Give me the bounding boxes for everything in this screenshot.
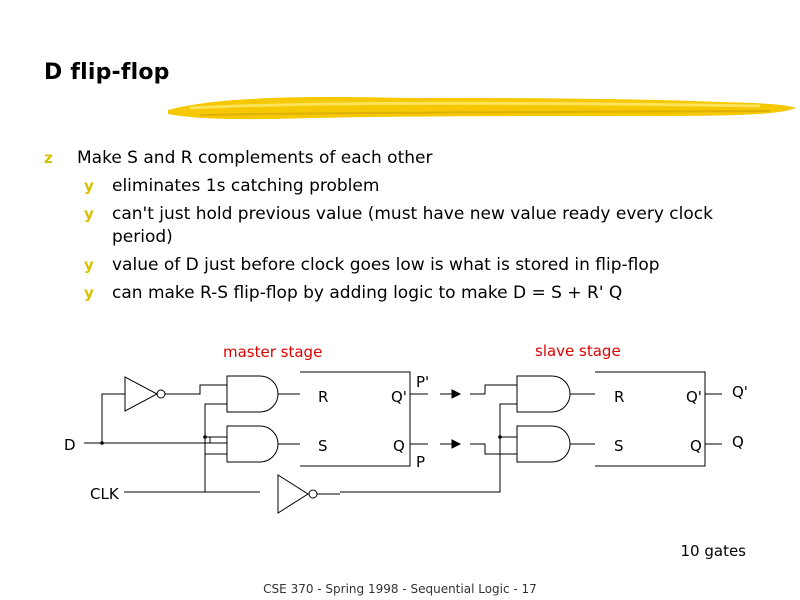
sub-bullet-2: y can't just hold previous value (must h…: [44, 203, 764, 249]
clk-inverter-icon: [277, 474, 309, 514]
slave-q-label: Q: [690, 437, 702, 455]
master-s-label: S: [318, 437, 328, 455]
master-p-bar-label: P': [416, 373, 429, 391]
master-p-label: P: [416, 453, 425, 471]
d-wire: [84, 393, 227, 444]
bullet-list: z Make S and R complements of each other…: [44, 146, 764, 305]
flip-flop-circuit-diagram: master stage slave stage D CLK R S Q' Q …: [64, 342, 748, 514]
sub-bullet-text: can't just hold previous value (must hav…: [112, 204, 713, 247]
slave-qbar-label: Q': [686, 388, 702, 406]
sub-bullet-marker-icon: y: [84, 205, 94, 223]
sub-bullet-4: y can make R-S flip-flop by adding logic…: [44, 282, 764, 305]
slave-and-gate-bottom-icon: [516, 425, 571, 463]
slave-stage-label: slave stage: [535, 342, 621, 360]
sub-bullet-1: y eliminates 1s catching problem: [44, 175, 764, 198]
input-inverter-icon: [124, 376, 159, 412]
sub-bullet-text: can make R-S flip-flop by adding logic t…: [112, 283, 623, 303]
master-and-gate-bottom-icon: [226, 425, 279, 463]
slide-title: D flip-flop: [44, 60, 170, 85]
master-and-gate-top-icon: [226, 375, 279, 413]
highlighter-stroke-decoration: [168, 97, 796, 120]
master-rs-box: [300, 371, 411, 467]
sub-bullet-3: y value of D just before clock goes low …: [44, 254, 764, 277]
inverter-bubble-icon: [156, 389, 166, 399]
master-r-label: R: [318, 388, 328, 406]
clk-inverter-bubble-icon: [308, 489, 318, 499]
slave-r-label: R: [614, 388, 624, 406]
sub-bullet-text: eliminates 1s catching problem: [112, 176, 380, 196]
bullet-marker-icon: z: [44, 149, 53, 167]
master-q-label: Q: [393, 437, 405, 455]
slave-s-label: S: [614, 437, 624, 455]
slave-and-gate-top-icon: [516, 375, 571, 413]
master-stage-label: master stage: [223, 343, 322, 361]
input-d-label: D: [64, 436, 76, 454]
slave-clk-junction-dot: [498, 435, 502, 439]
slave-rs-box: [595, 371, 706, 467]
slide-footer: CSE 370 - Spring 1998 - Sequential Logic…: [263, 582, 537, 596]
d-junction-dot: [100, 441, 104, 445]
bullet-main: z Make S and R complements of each other: [44, 146, 764, 170]
sub-bullet-marker-icon: y: [84, 177, 94, 195]
output-qbar-label: Q': [732, 383, 748, 401]
sub-bullet-marker-icon: y: [84, 256, 94, 274]
master-qbar-label: Q': [391, 388, 407, 406]
gate-count: 10 gates: [680, 542, 747, 560]
output-q-label: Q: [732, 433, 744, 451]
sub-bullet-marker-icon: y: [84, 284, 94, 302]
input-clk-label: CLK: [90, 485, 120, 503]
bullet-main-text: Make S and R complements of each other: [77, 148, 433, 168]
sub-bullet-text: value of D just before clock goes low is…: [112, 255, 660, 275]
